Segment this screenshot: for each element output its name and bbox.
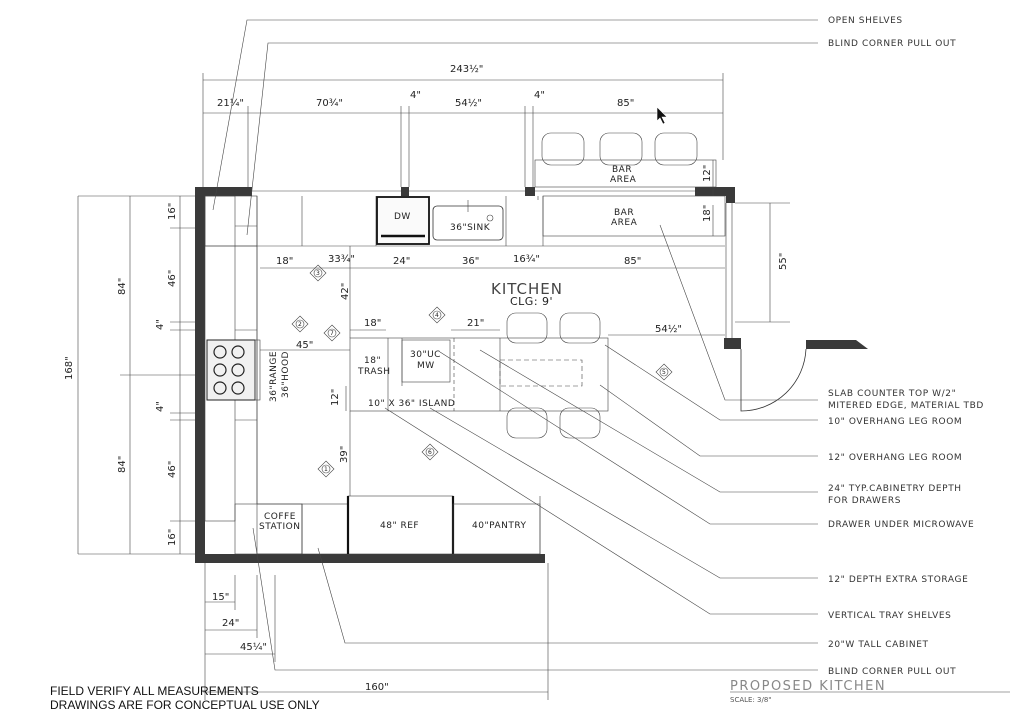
dim-24: 24" — [393, 256, 410, 267]
callout-mitered-edge: MITERED EDGE, MATERIAL TBD — [828, 401, 984, 411]
dim-42: 42" — [340, 283, 351, 300]
dim-84a: 84" — [117, 278, 128, 295]
dim-4c: 4" — [155, 319, 166, 330]
dim-85b: 85" — [624, 256, 641, 267]
dim-85: 85" — [617, 98, 634, 109]
dim-15: 15" — [212, 592, 229, 603]
bar-label-2: BAR — [614, 208, 634, 218]
dim-54b: 54½" — [655, 323, 682, 335]
elevation-markers: 1 2 3 4 5 6 7 — [291, 264, 673, 478]
coffee-label: COFFE — [264, 512, 296, 522]
svg-text:3: 3 — [316, 270, 320, 277]
coffee-label-b: STATION — [259, 522, 300, 532]
bar-label-1: BAR — [612, 165, 632, 175]
dim-84b: 84" — [117, 456, 128, 473]
dim-24b: 24" — [222, 618, 239, 629]
svg-text:6: 6 — [428, 449, 432, 456]
callout-blind-corner-1: BLIND CORNER PULL OUT — [828, 39, 956, 49]
callout-tray-shelves: VERTICAL TRAY SHELVES — [828, 611, 951, 621]
walls — [195, 187, 868, 563]
dim-54: 54½" — [455, 97, 482, 109]
dim-4b: 4" — [534, 90, 545, 101]
svg-text:4: 4 — [435, 312, 439, 319]
callout-24-depth: 24" TYP.CABINETRY DEPTH — [828, 484, 962, 494]
bar-label-1b: AREA — [610, 175, 637, 185]
dim-12b: 12" — [702, 165, 713, 182]
dim-4a: 4" — [410, 90, 421, 101]
dim-160: 160" — [365, 682, 389, 693]
dim-33: 33¾" — [328, 254, 355, 265]
callout-12-overhang: 12" OVERHANG LEG ROOM — [828, 453, 962, 463]
callout-12-storage: 12" DEPTH EXTRA STORAGE — [828, 575, 968, 585]
callout-10-overhang: 10" OVERHANG LEG ROOM — [828, 417, 962, 427]
mw-size: 30"UC — [410, 350, 441, 360]
drawing-title: PROPOSED KITCHEN — [730, 679, 886, 694]
callout-blind-corner-2: BLIND CORNER PULL OUT — [828, 667, 956, 677]
callout-open-shelves: OPEN SHELVES — [828, 16, 903, 26]
dim-21b: 21" — [467, 318, 484, 329]
dim-18b: 18" — [364, 318, 381, 329]
dim-overall-width: 243½" — [450, 63, 483, 75]
marker-3: 3 — [309, 264, 327, 282]
dimension-lines — [77, 73, 790, 700]
range-label: 36"RANGE — [269, 351, 279, 402]
marker-2: 2 — [291, 315, 309, 333]
marker-4: 4 — [428, 306, 446, 324]
dim-45: 45" — [296, 340, 313, 351]
callout-for-drawers: FOR DRAWERS — [828, 496, 901, 506]
callout-drawer-mw: DRAWER UNDER MICROWAVE — [828, 520, 974, 530]
ref-label: 48" REF — [380, 521, 419, 531]
sink-label: 36"SINK — [450, 223, 491, 233]
svg-text:2: 2 — [298, 321, 302, 328]
dim-168: 168" — [64, 356, 75, 380]
dim-16-3: 16¾" — [513, 254, 540, 265]
marker-1: 1 — [317, 460, 335, 478]
fixture-labels: KITCHEN CLG: 9' DW 36"SINK BAR AREA BAR … — [259, 165, 638, 532]
dim-12: 12" — [330, 389, 341, 406]
dim-55: 55" — [778, 253, 789, 270]
dim-18c: 18" — [702, 205, 713, 222]
dim-16b: 16" — [167, 529, 178, 546]
callout-labels: OPEN SHELVES BLIND CORNER PULL OUT SLAB … — [828, 16, 984, 677]
drawing-scale: SCALE: 3/8" — [730, 696, 772, 704]
dim-36: 36" — [462, 256, 479, 267]
dim-4d: 4" — [155, 401, 166, 412]
callout-leaders — [212, 19, 1010, 693]
bar-label-2b: AREA — [611, 218, 638, 228]
dim-21: 21¼" — [217, 97, 244, 109]
pantry-label: 40"PANTRY — [472, 521, 527, 531]
cabinetry — [204, 132, 726, 555]
dim-46b: 46" — [167, 461, 178, 478]
dim-18: 18" — [276, 256, 293, 267]
marker-7: 7 — [323, 324, 341, 342]
marker-6: 6 — [421, 443, 439, 461]
title-block: PROPOSED KITCHEN SCALE: 3/8" — [730, 679, 886, 704]
mw-label: MW — [417, 361, 435, 371]
dim-45-1: 45¼" — [240, 641, 267, 653]
marker-5: 5 — [655, 363, 673, 381]
trash-label: TRASH — [357, 367, 391, 377]
trash-size: 18" — [364, 356, 381, 366]
dim-70: 70¾" — [316, 98, 343, 109]
hood-label: 36"HOOD — [281, 351, 291, 398]
dim-46a: 46" — [167, 270, 178, 287]
room-name: KITCHEN — [491, 280, 563, 298]
cursor-icon — [656, 106, 668, 125]
note-conceptual: DRAWINGS ARE FOR CONCEPTUAL USE ONLY — [50, 698, 320, 712]
callout-slab-counter: SLAB COUNTER TOP W/2" — [828, 389, 956, 399]
svg-text:1: 1 — [324, 466, 328, 473]
dw-label: DW — [394, 212, 411, 222]
dim-16a: 16" — [167, 203, 178, 220]
note-field-verify: FIELD VERIFY ALL MEASUREMENTS — [50, 684, 259, 698]
callout-tall-cabinet: 20"W TALL CABINET — [828, 640, 929, 650]
island-label: 10" X 36" ISLAND — [368, 399, 455, 409]
svg-text:5: 5 — [662, 369, 666, 376]
ceiling-height: CLG: 9' — [510, 295, 553, 308]
svg-text:7: 7 — [330, 330, 334, 337]
dimension-labels: 243½" 21¼" 70¾" 4" 54½" 4" 85" 168" 84" … — [64, 63, 789, 693]
dim-39: 39" — [339, 446, 350, 463]
